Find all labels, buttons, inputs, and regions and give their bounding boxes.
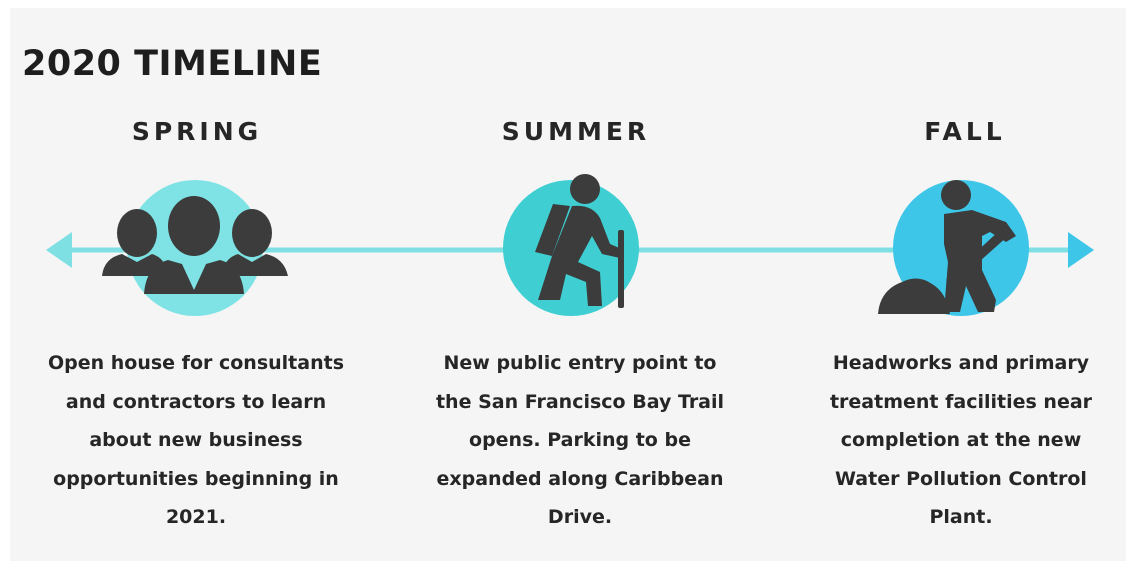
season-label-fall: FALL xyxy=(924,117,1006,146)
description-line: 2021. xyxy=(165,506,227,528)
page-title: 2020 TIMELINE xyxy=(22,44,323,84)
description-line: Drive. xyxy=(547,506,613,528)
worker-shoveling-icon xyxy=(878,180,1016,314)
season-label-summer: SUMMER xyxy=(501,117,651,146)
description-line: Water Pollution Control xyxy=(835,467,1087,490)
description-line: treatment facilities near xyxy=(829,390,1093,413)
description-line: and contractors to learn xyxy=(65,390,327,413)
description-summer: New public entry point to the San Franci… xyxy=(395,344,765,537)
description-line: the San Francisco Bay Trail xyxy=(435,390,725,413)
hiker-icon xyxy=(535,174,624,308)
description-line: opportunities beginning in xyxy=(53,467,339,490)
description-line: about new business xyxy=(89,429,303,451)
timeline-arrow-right-icon xyxy=(1068,232,1094,268)
description-line: New public entry point to xyxy=(443,352,717,374)
description-line: Headworks and primary xyxy=(832,352,1090,374)
description-spring: Open house for consultants and contracto… xyxy=(11,344,381,537)
description-line: opens. Parking to be xyxy=(469,429,691,451)
timeline-arrow-left-icon xyxy=(46,232,72,268)
description-line: Open house for consultants xyxy=(47,352,344,374)
season-label-spring: SPRING xyxy=(131,117,263,146)
description-fall: Headworks and primary treatment faciliti… xyxy=(776,344,1135,537)
people-group-icon xyxy=(102,196,288,294)
description-line: Plant. xyxy=(929,506,993,528)
description-line: expanded along Caribbean xyxy=(436,467,724,490)
description-line: completion at the new xyxy=(840,429,1082,451)
